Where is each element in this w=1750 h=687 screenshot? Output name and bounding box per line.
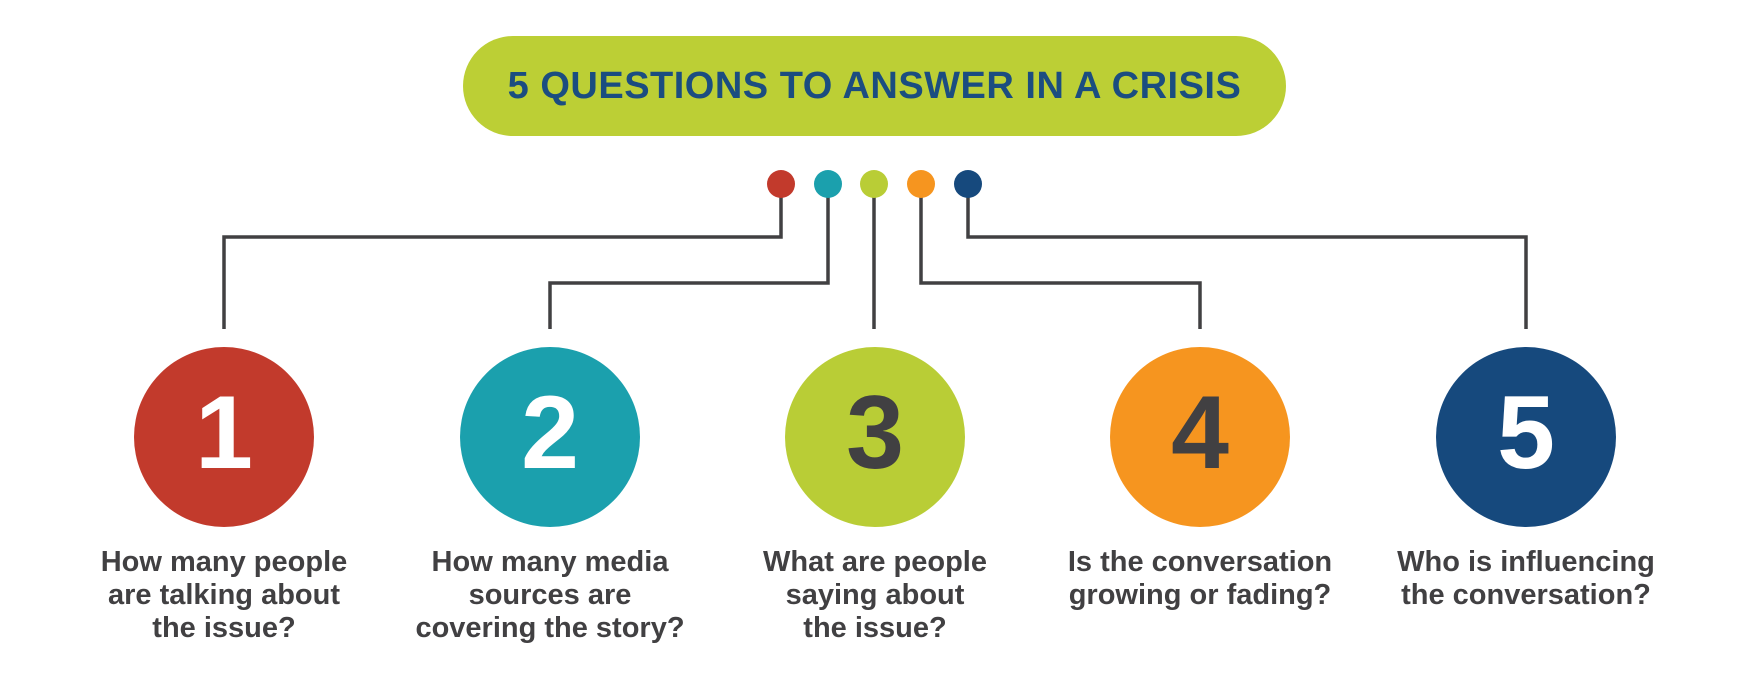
step-number-1: 1 xyxy=(195,375,253,491)
step-label-3-line-1: What are people xyxy=(763,546,987,578)
step-circle-4: 4 xyxy=(1110,347,1290,527)
step-label-1-line-1: How many people xyxy=(100,546,348,578)
step-circle-2: 2 xyxy=(460,347,640,527)
step-number-4: 4 xyxy=(1171,375,1229,491)
step-label-5-line-1: Who is influencing xyxy=(1397,546,1655,578)
connector-line-4 xyxy=(919,184,1202,329)
step-label-4: Is the conversation growing or fading? xyxy=(1040,546,1360,612)
step-number-2: 2 xyxy=(521,375,579,491)
connector-line-1 xyxy=(222,184,783,329)
step-circle-5: 5 xyxy=(1436,347,1616,527)
step-label-2-line-3: covering the story? xyxy=(415,612,685,644)
page-title: 5 QUESTIONS TO ANSWER IN A CRISIS xyxy=(507,64,1242,107)
step-label-1: How many people are talking about the is… xyxy=(64,546,384,645)
step-number-5: 5 xyxy=(1497,375,1555,491)
title-banner: 5 QUESTIONS TO ANSWER IN A CRISIS xyxy=(463,36,1286,136)
step-circle-1: 1 xyxy=(134,347,314,527)
step-label-2-line-2: sources are xyxy=(468,579,632,611)
step-circle-3: 3 xyxy=(785,347,965,527)
step-label-3-line-2: saying about xyxy=(785,579,965,611)
step-label-4-line-1: Is the conversation xyxy=(1067,546,1333,578)
legend-dot-2-icon xyxy=(814,170,842,198)
legend-dot-1-icon xyxy=(767,170,795,198)
step-label-2-line-1: How many media xyxy=(431,546,669,578)
step-label-3: What are people saying about the issue? xyxy=(715,546,1035,645)
legend-dot-3-icon xyxy=(860,170,888,198)
legend-dot-5-icon xyxy=(954,170,982,198)
step-number-3: 3 xyxy=(846,375,904,491)
step-label-3-line-3: the issue? xyxy=(803,612,947,644)
connector-line-2 xyxy=(548,184,830,329)
legend-dot-4-icon xyxy=(907,170,935,198)
step-label-5-line-2: the conversation? xyxy=(1401,579,1651,611)
step-label-1-line-3: the issue? xyxy=(152,612,296,644)
step-label-2: How many media sources are covering the … xyxy=(390,546,710,645)
connector-line-5 xyxy=(966,184,1528,329)
step-label-4-line-2: growing or fading? xyxy=(1068,579,1332,611)
step-label-1-line-2: are talking about xyxy=(107,579,341,611)
step-label-5: Who is influencing the conversation? xyxy=(1366,546,1686,612)
